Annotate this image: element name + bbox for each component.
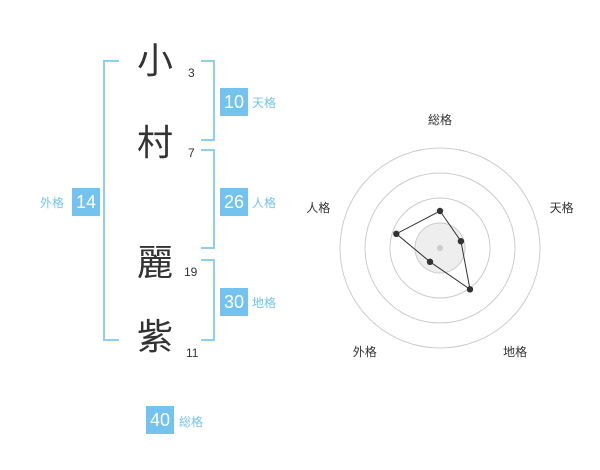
gaikaku-value: 14 [72,188,100,216]
radar-ring-2 [389,197,491,299]
jinkaku-value: 26 [220,188,248,216]
tenkaku-label: 天格 [252,96,277,110]
name-char-2: 村 [136,123,173,164]
radar-axis-label-1: 総格 [427,113,453,127]
chikaku-label: 地格 [252,296,277,310]
stroke-count-2: 7 [188,146,195,160]
jinkaku-label: 人格 [252,196,277,210]
soukaku-value: 40 [146,406,174,434]
radar-ring-4 [339,147,541,349]
radar-point-4 [426,258,434,265]
radar-point-5 [393,230,400,237]
chikaku-bracket [201,259,215,341]
stroke-count-3: 19 [184,265,198,279]
radar-point-3 [466,286,474,293]
radar-axis-label-5: 人格 [306,201,331,216]
tenkaku-value: 10 [220,88,248,116]
stroke-count-4: 11 [186,346,199,360]
jinkaku-bracket [201,149,215,249]
gaikaku-bracket [103,60,119,341]
radar-ring-3 [364,172,516,324]
soukaku-label: 総格 [179,415,204,429]
radar-center-dot [437,245,443,251]
gaikaku-label: 外格 [40,196,65,210]
name-char-4: 紫 [136,317,173,358]
name-char-1: 小 [136,41,173,82]
radar-point-2 [457,238,465,245]
stroke-count-1: 3 [188,66,195,80]
radar-series-polygon [395,210,471,291]
radar-axis-label-2: 天格 [549,201,574,216]
name-char-3: 麗 [136,243,173,284]
tenkaku-bracket [201,60,215,141]
radar-axis-label-4: 外格 [352,344,377,359]
radar-point-1 [436,207,444,215]
radar-axis-label-3: 地格 [503,344,528,359]
chikaku-value: 30 [220,288,248,316]
